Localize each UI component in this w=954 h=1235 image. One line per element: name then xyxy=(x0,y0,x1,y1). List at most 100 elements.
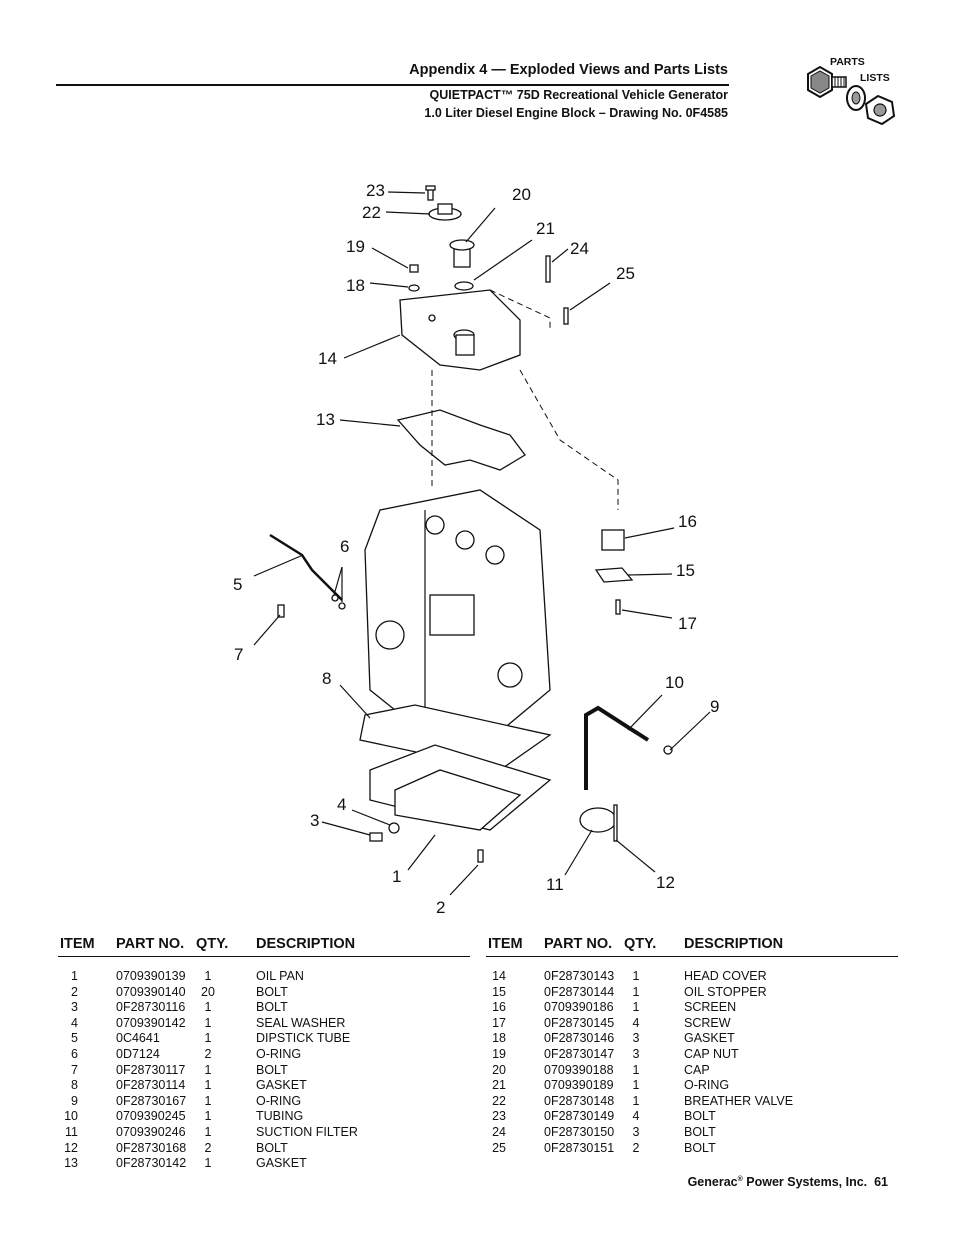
qty-cell: 1 xyxy=(204,1000,212,1015)
qty-cell: 4 xyxy=(632,1109,640,1124)
description-cell: BOLT xyxy=(256,984,288,999)
part-no-cell: 0F28730151 xyxy=(544,1140,615,1155)
callout-2: 2 xyxy=(436,898,445,917)
part-no-cell: 0F28730149 xyxy=(544,1109,615,1124)
description-cell: OIL PAN xyxy=(256,969,304,983)
part-no-cell: 0F28730150 xyxy=(544,1124,615,1139)
item-cell: 3 xyxy=(71,1000,78,1015)
callout-3: 3 xyxy=(310,811,319,830)
col-part-no: PART NO. xyxy=(544,936,613,952)
description-cell: GASKET xyxy=(256,1156,307,1171)
table-row: 20 0709390188 1 CAP xyxy=(486,1063,898,1079)
callout-14: 14 xyxy=(318,349,337,368)
part-no-cell: 0709390139 xyxy=(116,969,186,983)
part-no-cell: 0709390188 xyxy=(544,1062,614,1077)
page-title: Appendix 4 — Exploded Views and Parts Li… xyxy=(409,62,728,78)
description-cell: HEAD COVER xyxy=(684,969,767,983)
part-no-cell: 0F28730167 xyxy=(116,1093,187,1108)
part-no-cell: 0F28730145 xyxy=(544,1015,615,1030)
part-no-cell: 0F28730168 xyxy=(116,1140,187,1155)
part-no-cell: 0F28730144 xyxy=(544,984,615,999)
item-cell: 20 xyxy=(492,1062,506,1077)
item-cell: 4 xyxy=(71,1015,78,1030)
item-cell: 13 xyxy=(64,1156,78,1171)
page-footer: Generac® Power Systems, Inc. 61 xyxy=(688,1175,888,1189)
item-cell: 21 xyxy=(492,1078,506,1093)
item-cell: 6 xyxy=(71,1046,78,1061)
qty-cell: 1 xyxy=(632,969,640,983)
badge-word-lists: LISTS xyxy=(860,72,890,84)
gasket-13-drawing xyxy=(396,409,526,471)
qty-cell: 1 xyxy=(204,1124,212,1139)
item-cell: 23 xyxy=(492,1109,506,1124)
qty-cell: 1 xyxy=(204,1156,212,1171)
qty-cell: 1 xyxy=(632,1062,640,1077)
description-cell: SUCTION FILTER xyxy=(256,1124,358,1139)
description-cell: TUBING xyxy=(256,1109,304,1124)
callout-10: 10 xyxy=(665,673,684,692)
table-row: 14 0F28730143 1 HEAD COVER xyxy=(486,969,898,985)
qty-cell: 1 xyxy=(632,984,640,999)
description-cell: O-RING xyxy=(256,1093,302,1108)
description-cell: OIL STOPPER xyxy=(684,984,767,999)
callout-1: 1 xyxy=(392,867,401,886)
item-cell: 12 xyxy=(64,1140,78,1155)
oring-9-drawing xyxy=(663,745,673,755)
callout-17: 17 xyxy=(678,614,697,633)
qty-cell: 1 xyxy=(204,1015,212,1030)
engine-block-drawing xyxy=(364,489,551,741)
qty-cell: 1 xyxy=(204,1031,212,1046)
callout-13: 13 xyxy=(316,410,335,429)
callout-6: 6 xyxy=(340,537,349,556)
callout-16: 16 xyxy=(678,512,697,531)
bolt-12-drawing xyxy=(613,804,618,842)
qty-cell: 1 xyxy=(632,1093,640,1108)
oring-21-drawing xyxy=(454,281,474,291)
callout-9: 9 xyxy=(710,697,719,716)
item-cell: 16 xyxy=(492,1000,506,1015)
footer-company-rest: Power Systems, Inc. xyxy=(742,1175,868,1189)
parts-lists-badge: PARTS LISTS xyxy=(800,52,900,134)
part-no-cell: 0F28730143 xyxy=(544,969,615,983)
bolt-washer-nut-icon xyxy=(807,65,896,126)
bolt-2-drawing xyxy=(477,849,484,863)
qty-cell: 1 xyxy=(204,1062,212,1077)
item-cell: 14 xyxy=(492,969,506,983)
part-no-cell: 0709390140 xyxy=(116,984,186,999)
bolt-23-drawing xyxy=(425,185,436,201)
item-cell: 19 xyxy=(492,1046,506,1061)
description-cell: O-RING xyxy=(256,1046,302,1061)
qty-cell: 20 xyxy=(201,984,215,999)
col-part-no: PART NO. xyxy=(116,936,185,952)
col-description: DESCRIPTION xyxy=(256,936,356,952)
description-cell: O-RING xyxy=(684,1078,730,1093)
callout-5: 5 xyxy=(233,575,242,594)
exploded-view-diagram: 23 22 19 18 20 21 24 25 14 13 16 15 17 6… xyxy=(220,170,740,920)
item-cell: 17 xyxy=(492,1015,506,1030)
qty-cell: 3 xyxy=(632,1124,640,1139)
description-cell: GASKET xyxy=(684,1031,735,1046)
callout-11: 11 xyxy=(546,875,564,894)
description-cell: CAP xyxy=(684,1062,710,1077)
qty-cell: 1 xyxy=(632,1000,640,1015)
item-cell: 15 xyxy=(492,984,506,999)
screw-17-drawing xyxy=(615,599,621,615)
description-cell: BOLT xyxy=(256,1062,288,1077)
part-no-cell: 0709390189 xyxy=(544,1078,614,1093)
item-cell: 1 xyxy=(71,969,78,983)
qty-cell: 1 xyxy=(204,1093,212,1108)
col-item: ITEM xyxy=(60,936,95,952)
